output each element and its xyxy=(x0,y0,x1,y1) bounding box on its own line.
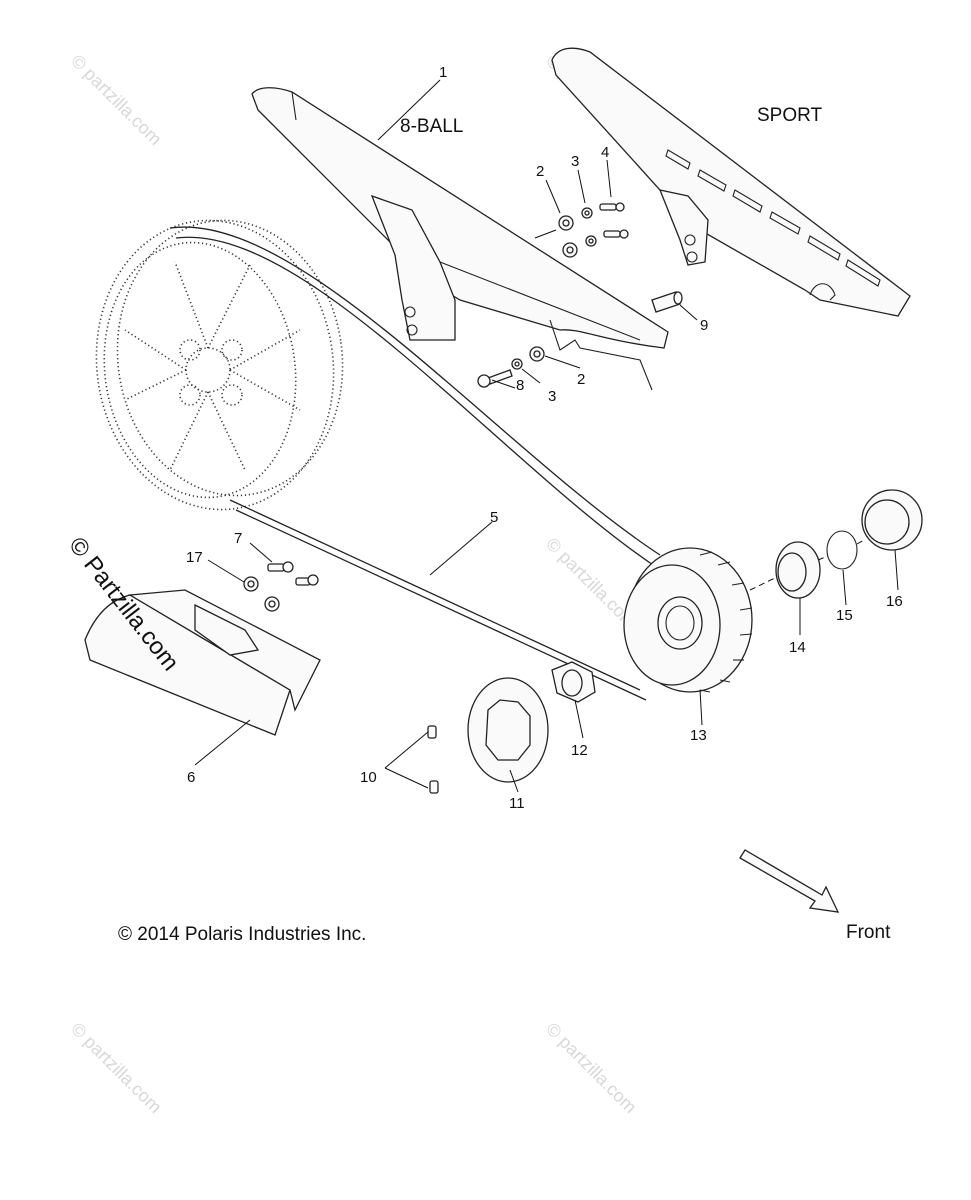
leader-lines xyxy=(194,79,899,793)
watermark-group: © partzilla.com © partzilla.com © partzi… xyxy=(67,51,640,1117)
bearing-14 xyxy=(775,541,821,599)
hardware-7-17 xyxy=(243,561,319,612)
label-part-7: 7 xyxy=(234,530,242,547)
retaining-ring-15 xyxy=(826,530,858,570)
bushing-9 xyxy=(651,291,683,313)
hardware-upper xyxy=(558,202,629,258)
front-drive-sprocket xyxy=(623,547,753,693)
label-part-9: 9 xyxy=(700,317,708,334)
label-part-3-upper: 3 xyxy=(571,153,579,170)
label-part-17: 17 xyxy=(186,549,203,566)
front-label: Front xyxy=(846,922,891,943)
label-part-6: 6 xyxy=(187,769,195,786)
front-direction-arrow xyxy=(739,849,840,913)
label-part-4: 4 xyxy=(601,144,609,161)
label-part-11: 11 xyxy=(509,795,525,812)
label-part-2-upper: 2 xyxy=(536,163,544,180)
lock-plate-11 xyxy=(467,677,549,783)
watermark-bottom-left: © partzilla.com xyxy=(67,1019,165,1117)
belt-guard-sport xyxy=(551,47,911,317)
seal-16 xyxy=(861,489,923,551)
label-part-16: 16 xyxy=(886,593,903,610)
belt-guard-8-ball xyxy=(251,87,669,391)
label-part-8: 8 xyxy=(516,377,524,394)
label-8-ball: 8-BALL xyxy=(400,116,463,137)
nut-12 xyxy=(551,661,596,703)
label-part-2-lower: 2 xyxy=(577,371,585,388)
label-part-5: 5 xyxy=(490,509,498,526)
label-part-15: 15 xyxy=(836,607,853,624)
screws-10 xyxy=(427,725,439,794)
rear-wheel-pulley xyxy=(95,219,344,511)
label-part-10: 10 xyxy=(360,769,377,786)
watermark-bottom-right: © partzilla.com xyxy=(542,1019,640,1117)
label-part-1: 1 xyxy=(439,64,447,81)
part-labels: 1 2 3 4 9 2 3 8 5 7 17 6 10 11 12 13 14 … xyxy=(186,64,903,812)
label-part-12: 12 xyxy=(571,742,588,759)
label-part-13: 13 xyxy=(690,727,707,744)
lower-belt-guard-6 xyxy=(84,589,321,736)
watermark-top-left: © partzilla.com xyxy=(67,51,165,149)
label-part-14: 14 xyxy=(789,639,806,656)
copyright-text: © 2014 Polaris Industries Inc. xyxy=(118,924,366,945)
label-sport: SPORT xyxy=(757,105,823,126)
label-part-3-lower: 3 xyxy=(548,388,556,405)
hardware-lower xyxy=(477,346,545,388)
